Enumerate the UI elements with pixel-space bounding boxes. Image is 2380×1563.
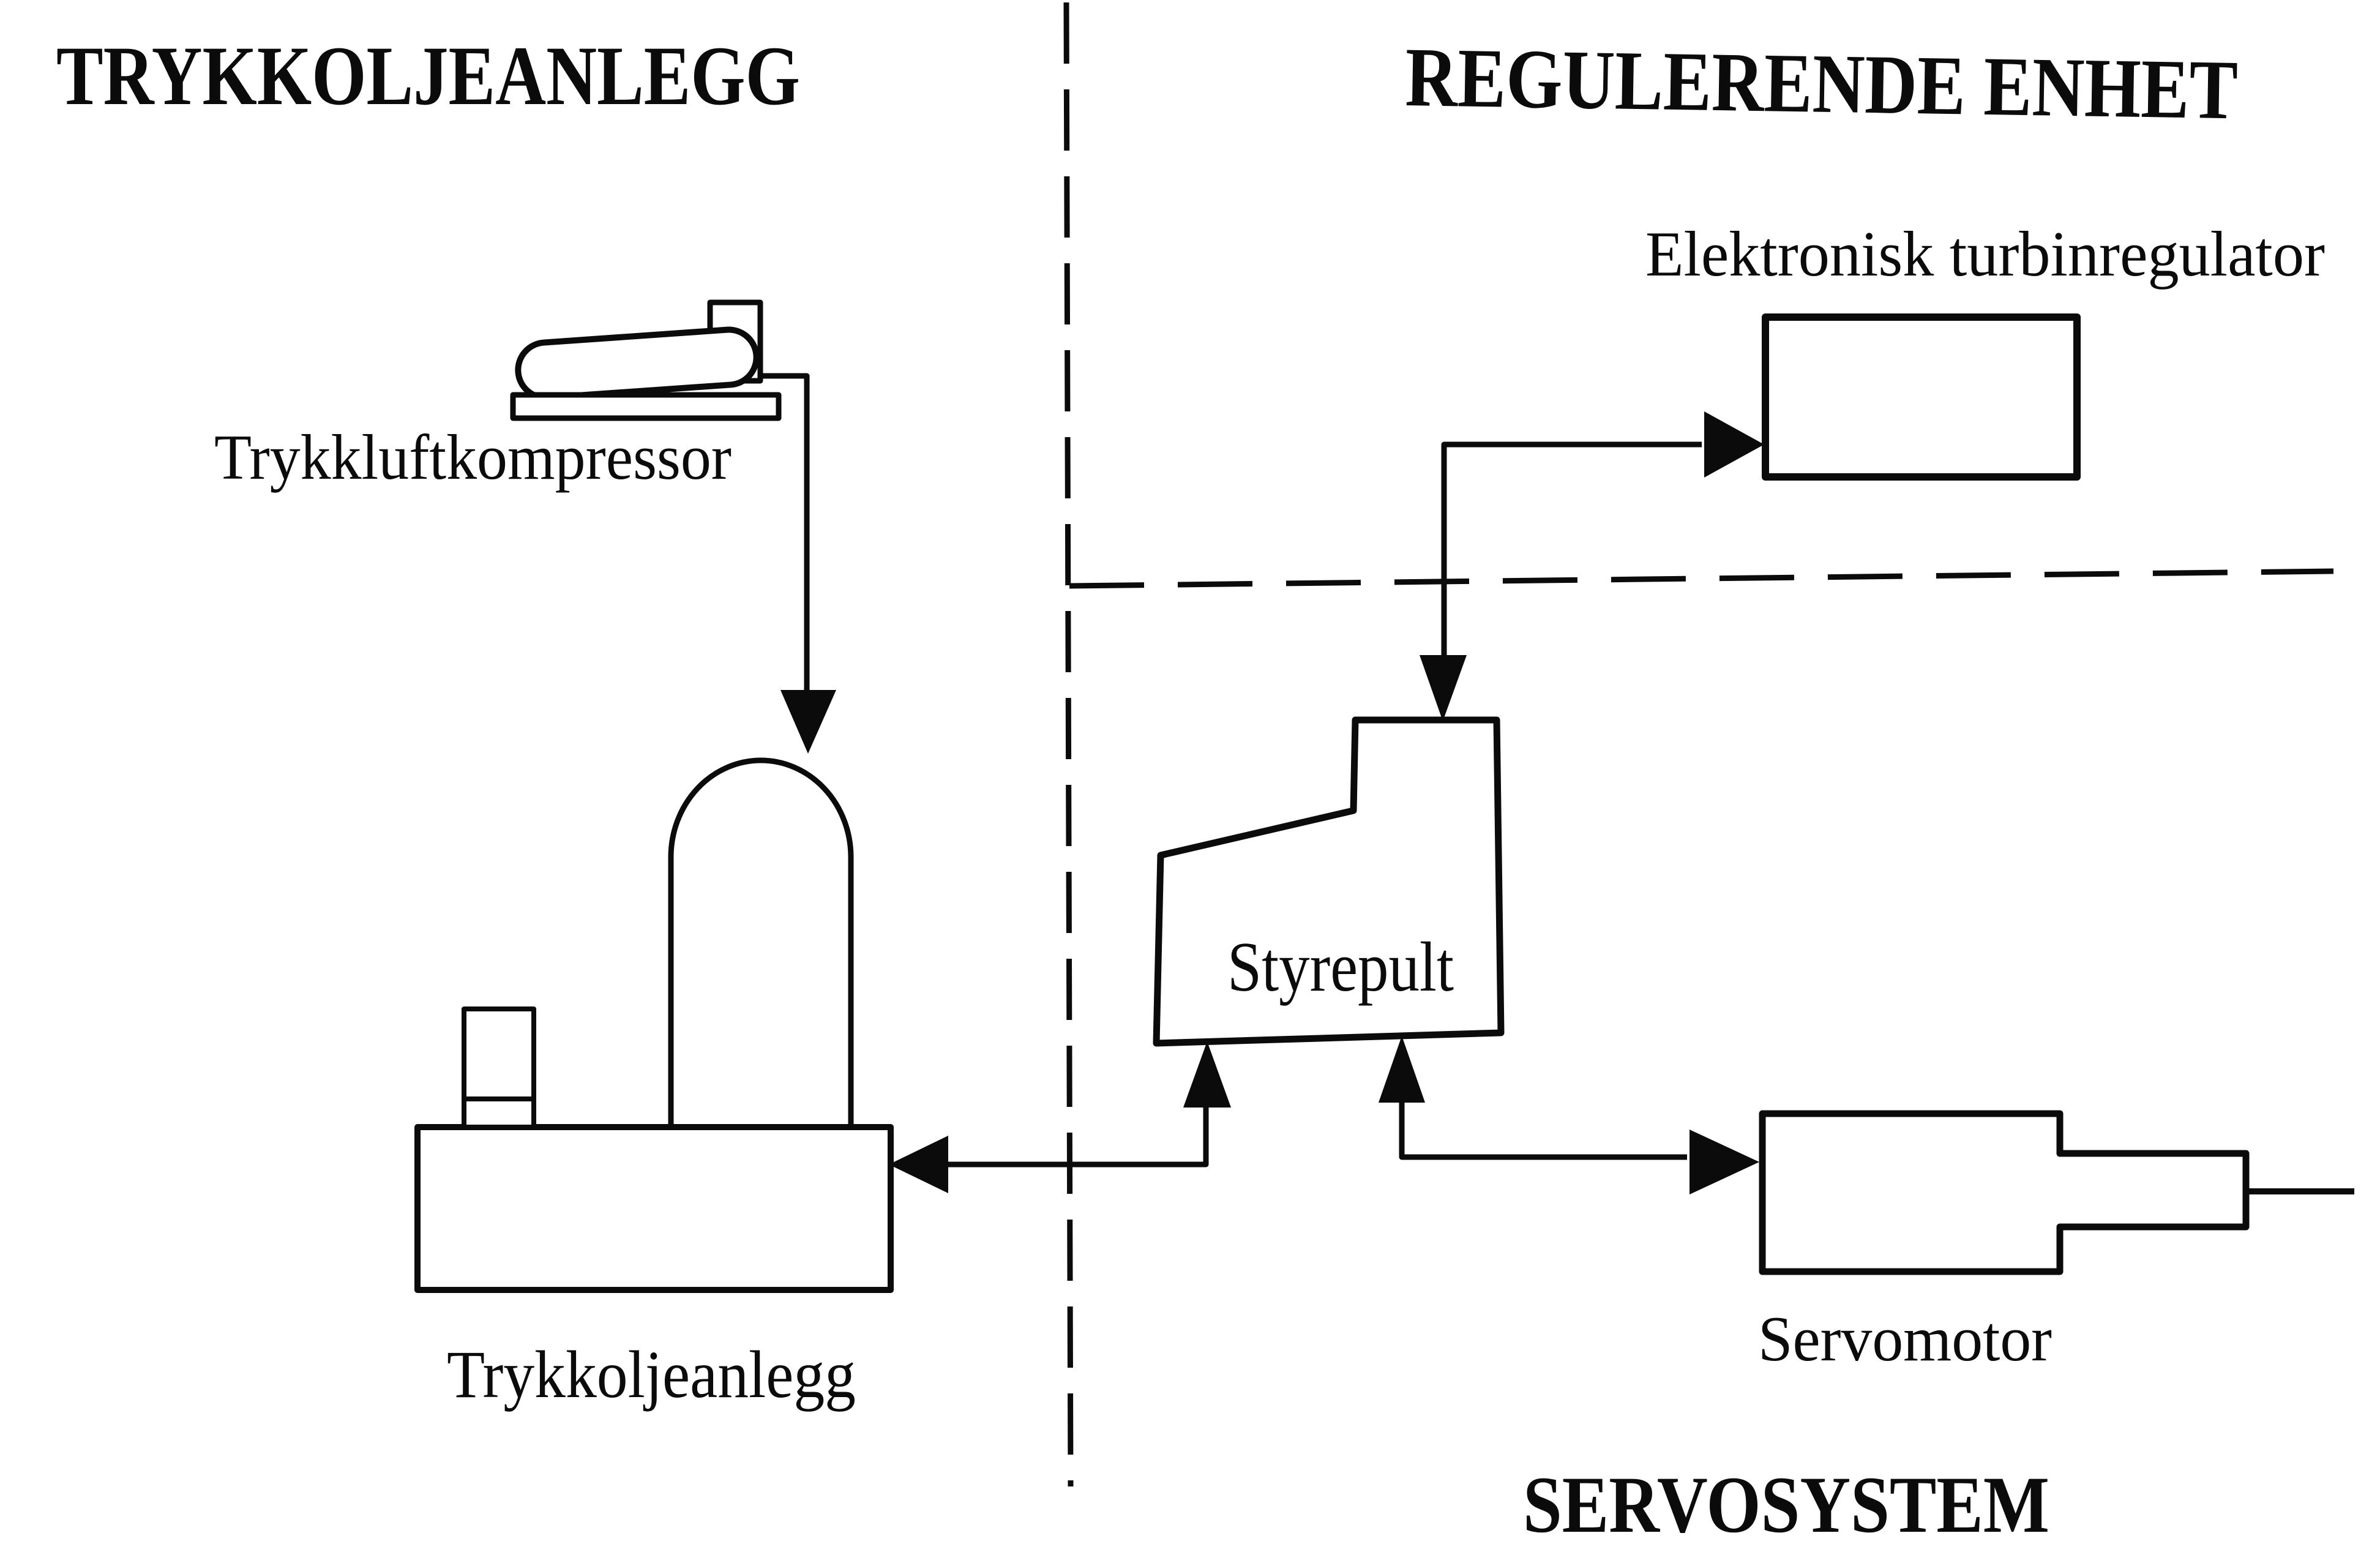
vertical-section-divider-dashed — [1063, 2, 1074, 1487]
section-heading-servosystem: SERVOSYSTEM — [1523, 1460, 2049, 1550]
compressor-body — [515, 326, 760, 401]
oil-pressure-unit-label: Trykkoljeanlegg — [447, 1337, 856, 1412]
servomotor-symbol — [1759, 1110, 2354, 1275]
compressor-label: Trykkluftkompressor — [214, 421, 732, 493]
arrow-up-into-console-left — [1183, 1041, 1231, 1108]
compressor-to-tank-pipe — [762, 373, 810, 691]
arrow-down-into-tank — [780, 690, 836, 754]
pressure-oil-tank-symbol — [414, 757, 894, 1293]
horizontal-section-divider-dashed — [1069, 568, 2334, 589]
arrow-right-into-regulator — [1704, 411, 1764, 478]
arrow-right-into-servomotor — [1690, 1130, 1759, 1194]
compressor-base-plate — [510, 392, 782, 421]
compressor-symbol — [510, 299, 836, 754]
tank-base — [414, 1124, 894, 1293]
console-to-regulator-line — [1441, 441, 1702, 691]
turbine-regulator-label: Elektronisk turbinregulator — [1645, 218, 2325, 290]
section-heading-trykkoljeanlegg: TRYKKOLJEANLEGG — [56, 29, 800, 122]
control-console-shape — [1153, 716, 1505, 1047]
control-console-label: Styrepult — [1227, 928, 1454, 1006]
turbine-regulator-box — [1762, 313, 2081, 481]
console-to-tank-line — [943, 1107, 1209, 1168]
servomotor-label: Servomotor — [1758, 1303, 2052, 1374]
servomotor-body — [1759, 1110, 2250, 1275]
tank-dome-vessel — [668, 757, 854, 1128]
arrow-down-into-console — [1420, 655, 1467, 721]
arrow-up-into-console-right — [1379, 1036, 1425, 1103]
tank-port — [462, 1006, 536, 1130]
arrow-left-into-tank — [889, 1136, 948, 1193]
section-heading-regulerende-enhet: REGULERENDE ENHET — [1405, 30, 2239, 137]
console-to-servomotor-line — [1399, 1102, 1687, 1160]
